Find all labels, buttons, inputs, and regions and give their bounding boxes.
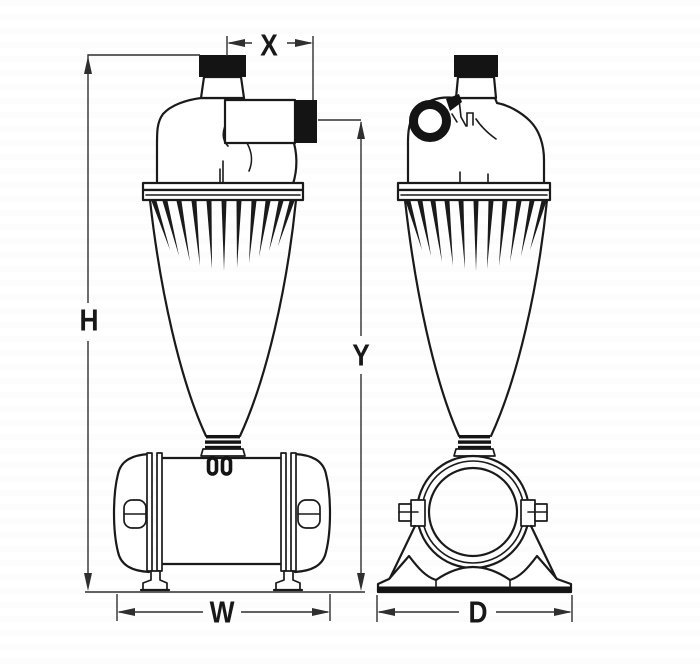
front-outlet-cap <box>199 55 246 77</box>
inlet-ring <box>409 100 451 142</box>
side-cone-left-edge <box>403 198 461 438</box>
arrow-down-icon <box>357 573 365 591</box>
arrow-left-icon <box>117 608 135 616</box>
side-cone-threads <box>453 435 496 457</box>
front-inlet-elbow <box>222 125 229 147</box>
saddle-base-bottom-band <box>377 586 571 592</box>
front-elbow-curve <box>246 142 253 172</box>
tank-end-right-lug <box>520 499 548 527</box>
tank-end-outer-ring <box>415 454 531 570</box>
tank-right-leg <box>275 570 301 591</box>
inlet-ring-clamp <box>446 94 462 111</box>
arrow-right-icon <box>312 608 330 616</box>
front-cone-threads <box>200 435 246 457</box>
tank-joint-hook-left <box>206 456 219 476</box>
side-outlet-cap <box>454 55 498 77</box>
tank-left-leg <box>142 570 168 591</box>
tank-end-middle-ring <box>421 460 525 564</box>
tank-joint-hook-right <box>220 456 233 476</box>
saddle-base-left-edge <box>388 524 417 580</box>
front-view-drawing <box>112 55 332 592</box>
arrow-right-icon <box>554 608 572 616</box>
side-cone-right-edge <box>489 198 549 438</box>
dimension-label-w: W <box>210 596 236 630</box>
saddle-base-right-edge <box>529 524 558 580</box>
dimension-label-x: X <box>260 29 278 63</box>
dimension-label-d: D <box>468 596 487 630</box>
inlet-ring-bore <box>418 109 442 133</box>
arrow-up-icon <box>84 56 92 74</box>
front-inlet-pipe <box>223 98 297 145</box>
front-cone-right-edge <box>238 198 298 438</box>
dimension-x: X <box>226 29 314 100</box>
inlet-ring-clamp-bolt <box>451 113 458 123</box>
arrow-up-icon <box>357 121 365 139</box>
arrow-left-icon <box>227 39 245 47</box>
front-cone-left-edge <box>148 198 208 438</box>
side-dome-notches <box>458 98 497 140</box>
front-cone-vanes <box>151 201 295 271</box>
side-cone-vanes <box>405 201 547 271</box>
arrow-right-icon <box>295 39 313 47</box>
front-outlet-neck <box>199 75 246 100</box>
arrow-left-icon <box>377 608 395 616</box>
dimension-d: D <box>376 595 573 630</box>
side-view-drawing <box>376 55 573 594</box>
saddle-base-apron <box>376 554 573 594</box>
dimension-y: Y <box>318 119 370 591</box>
dimension-w: W <box>116 594 331 630</box>
tank-end-left-lug <box>398 499 426 527</box>
dimension-h: H <box>79 54 200 591</box>
tank-body <box>159 456 285 566</box>
dimension-label-y: Y <box>352 339 370 373</box>
arrow-down-icon <box>84 573 92 591</box>
tank-end-inner-ring <box>427 466 519 558</box>
side-outlet-neck <box>454 75 498 100</box>
front-inlet-cap <box>294 100 317 143</box>
dimension-label-h: H <box>79 304 98 338</box>
